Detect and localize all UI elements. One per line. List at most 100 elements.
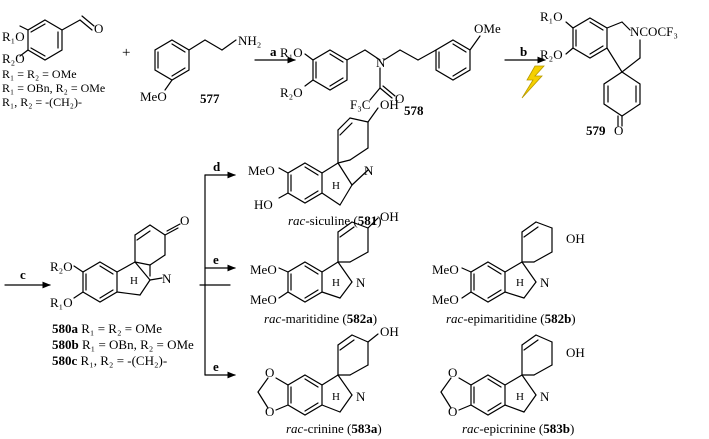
compound-number-581: 581 (357, 213, 378, 228)
epicrinine-n: N (540, 389, 550, 404)
epimaritidine-meo-1: MeO (432, 262, 459, 277)
epicrinine-prefix: rac (462, 421, 480, 436)
enone-r1o: R₁O (50, 295, 73, 310)
crinine-o-2: O (265, 404, 275, 419)
aldehyde-variant-1: R₁ = R₂ = OMe (2, 67, 77, 81)
amide-r2o: R₂O (280, 85, 303, 100)
epimaritidine-meo-2: MeO (432, 292, 459, 307)
siculine-meo: MeO (248, 163, 275, 178)
amide-r1o: R₁O (280, 45, 303, 60)
arrow-label-a: a (270, 44, 277, 59)
compound-number-580a: 580a (52, 321, 78, 336)
epimaritidine-prefix: rac (446, 311, 464, 326)
epicrinine-structure (440, 334, 553, 416)
spiro-r1o: R₁O (540, 9, 563, 24)
amide-ome: OMe (474, 21, 501, 36)
spiro-r2o: R₂O (540, 47, 563, 62)
maritidine-close: ) (372, 311, 378, 326)
siculine-prefix: rac (288, 213, 306, 228)
compound-number-580c: 580c (52, 353, 78, 368)
maritidine-caption: rac-maritidine (582a) (264, 312, 377, 325)
amide-n: N (376, 55, 386, 70)
aldehyde-r2o: R₂O (2, 51, 25, 66)
crinine-name: -crinine ( (303, 421, 352, 436)
epicrinine-o-1: O (448, 365, 458, 380)
arrow-label-c: c (20, 267, 26, 282)
arrow-label-e-2: e (213, 359, 219, 374)
enone-o: O (180, 213, 190, 228)
epicrinine-oh: OH (566, 345, 585, 360)
epimaritidine-oh: OH (566, 231, 585, 246)
crinine-close: ) (377, 421, 382, 436)
epimaritidine-name: -epimaritidine ( (463, 311, 545, 326)
maritidine-name: -maritidine ( (281, 311, 347, 326)
epicrinine-o-2: O (448, 404, 458, 419)
arrow-label-e-1: e (213, 252, 219, 267)
epimaritidine-n: N (540, 275, 550, 290)
crinine-prefix: rac (286, 421, 304, 436)
crinine-h: H (332, 391, 340, 403)
maritidine-n: N (356, 275, 366, 290)
siculine-ho: HO (254, 197, 273, 212)
crinine-oh: OH (380, 324, 399, 339)
siculine-caption: rac-siculine (581) (288, 214, 382, 227)
spiro-structure (565, 17, 641, 127)
aldehyde-r1o: R₁O (2, 29, 25, 44)
enone-h: H (130, 275, 138, 287)
epicrinine-name: -epicrinine ( (479, 421, 544, 436)
maritidine-structure (278, 217, 379, 303)
maritidine-oh: OH (380, 209, 399, 224)
epimaritidine-structure (461, 221, 553, 303)
aldehyde-structure (19, 15, 95, 61)
arrow-label-d: d (213, 159, 221, 174)
maritidine-meo-1: MeO (250, 262, 277, 277)
siculine-h: H (332, 180, 340, 192)
enone-n: N (162, 271, 172, 286)
amide-o: O (395, 91, 405, 106)
enone-structure (73, 223, 181, 303)
amine-nh2: NH₂ (238, 33, 262, 48)
crinine-caption: rac-crinine (583a) (286, 422, 382, 435)
siculine-n: N (364, 163, 374, 178)
amide-cf3: F₃C (350, 97, 371, 112)
compound-number-577: 577 (200, 91, 220, 106)
epicrinine-h: H (516, 391, 524, 403)
siculine-oh: OH (380, 97, 399, 112)
enone-variant-b: 580b R₁ = OBn, R₂ = OMe (52, 338, 194, 351)
arrow-label-b: b (520, 44, 528, 59)
lightning-icon (521, 65, 545, 99)
amine-structure (154, 39, 237, 91)
compound-number-580b: 580b (52, 337, 79, 352)
maritidine-meo-2: MeO (250, 292, 277, 307)
compound-number-582b: 582b (544, 311, 572, 326)
compound-number-579: 579 (586, 123, 606, 138)
compound-number-582a: 582a (346, 311, 373, 326)
variant-text-580b: R₁ = OBn, R₂ = OMe (81, 337, 194, 352)
crinine-structure (257, 333, 379, 416)
compound-number-583a: 583a (351, 421, 378, 436)
maritidine-h: H (332, 277, 340, 289)
spiro-o: O (614, 123, 624, 138)
siculine-name: -siculine ( (305, 213, 358, 228)
plus-sign: + (122, 45, 131, 61)
variant-text-580c: R₁, R₂ = -(CH₂)- (80, 353, 168, 368)
crinine-o-1: O (265, 365, 275, 380)
enone-r2o: R₂O (50, 259, 73, 274)
epicrinine-caption: rac-epicrinine (583b) (462, 422, 574, 435)
maritidine-prefix: rac (264, 311, 282, 326)
epicrinine-close: ) (569, 421, 575, 436)
crinine-n: N (356, 389, 366, 404)
aldehyde-variant-2: R₁ = OBn, R₂ = OMe (2, 81, 106, 95)
amide-structure (304, 35, 481, 101)
aldehyde-variant-3: R₁, R₂ = -(CH₂)- (2, 95, 82, 109)
compound-number-578: 578 (404, 103, 424, 118)
epimaritidine-caption: rac-epimaritidine (582b) (446, 312, 576, 325)
amine-ome: MeO (140, 89, 167, 104)
compound-number-583b: 583b (543, 421, 570, 436)
variant-text-580a: R₁ = R₂ = OMe (81, 321, 163, 336)
epimaritidine-close: ) (571, 311, 576, 326)
enone-variant-a: 580a R₁ = R₂ = OMe (52, 322, 162, 335)
siculine-structure (278, 107, 379, 206)
